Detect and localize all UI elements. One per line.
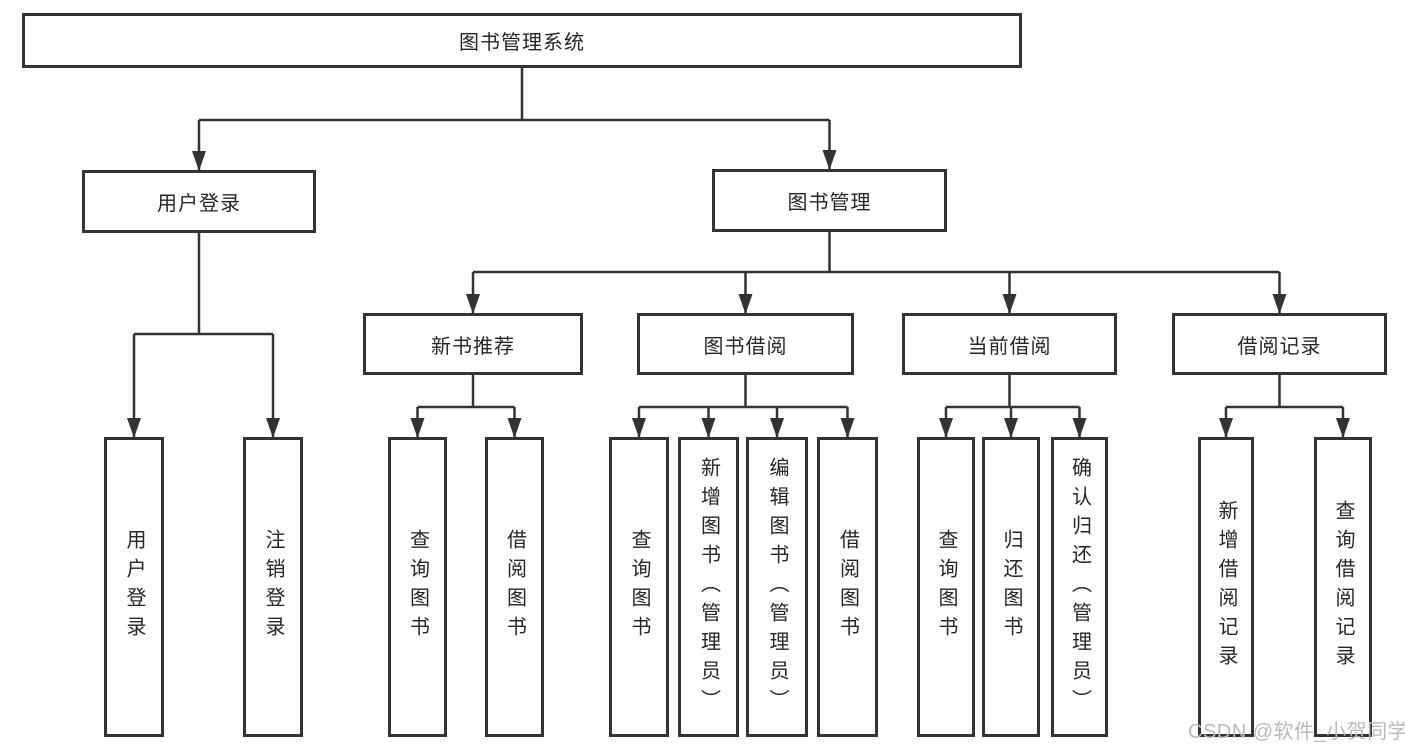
node-label: 新书推荐 (431, 335, 515, 358)
node-label: 查询图书 (935, 529, 957, 645)
node-label: 用户登录 (157, 193, 241, 215)
node-leaf-query-borrow-record: 查询借阅记录 (1314, 437, 1372, 737)
node-label: 查询图书 (406, 529, 429, 645)
node-book-management: 图书管理 (712, 169, 947, 232)
node-leaf-add-borrow-record: 新增借阅记录 (1198, 437, 1254, 737)
node-book-borrowing: 图书借阅 (637, 313, 854, 375)
node-leaf-query-books-borrow: 查询图书 (609, 437, 669, 737)
node-label: 借阅图书 (836, 529, 859, 645)
node-leaf-logout: 注销登录 (243, 437, 303, 737)
node-label: 注销登录 (262, 529, 284, 645)
node-label: 借阅记录 (1237, 335, 1322, 358)
node-label: 用户登录 (123, 529, 145, 645)
node-leaf-confirm-return-admin: 确认归还（管理员） (1051, 437, 1108, 737)
node-label: 借阅图书 (503, 529, 526, 645)
node-label: 新增图书（管理员） (697, 456, 720, 718)
node-label: 图书管理 (787, 192, 872, 214)
node-label: 归还图书 (1000, 529, 1022, 645)
node-leaf-return-books: 归还图书 (982, 437, 1040, 737)
node-label: 查询借阅记录 (1332, 500, 1354, 674)
node-label: 新增借阅记录 (1215, 500, 1237, 674)
node-borrowing-records: 借阅记录 (1172, 313, 1387, 375)
connector-arrows (127, 120, 1350, 438)
node-label: 图书借阅 (703, 335, 788, 358)
node-current-borrowing: 当前借阅 (902, 313, 1117, 375)
node-leaf-add-books-admin: 新增图书（管理员） (678, 437, 739, 737)
node-library-management-system: 图书管理系统 (22, 13, 1022, 68)
node-leaf-query-books-recommend: 查询图书 (388, 437, 447, 737)
node-user-login: 用户登录 (82, 170, 316, 233)
node-leaf-edit-books-admin: 编辑图书（管理员） (746, 437, 808, 737)
node-label: 编辑图书（管理员） (766, 456, 788, 718)
csdn-watermark: CSDN @软件_小贺同学 (1188, 721, 1405, 743)
node-label: 确认归还（管理员） (1068, 456, 1091, 718)
node-label: 查询图书 (628, 529, 650, 645)
node-label: 当前借阅 (967, 335, 1052, 358)
node-label: 图书管理系统 (459, 32, 585, 54)
node-leaf-user-login: 用户登录 (104, 437, 164, 737)
node-leaf-query-books-current: 查询图书 (917, 437, 975, 737)
node-leaf-borrow-books-recommend: 借阅图书 (485, 437, 544, 737)
node-leaf-borrow-books: 借阅图书 (817, 437, 878, 737)
node-new-book-recommendation: 新书推荐 (363, 313, 583, 375)
